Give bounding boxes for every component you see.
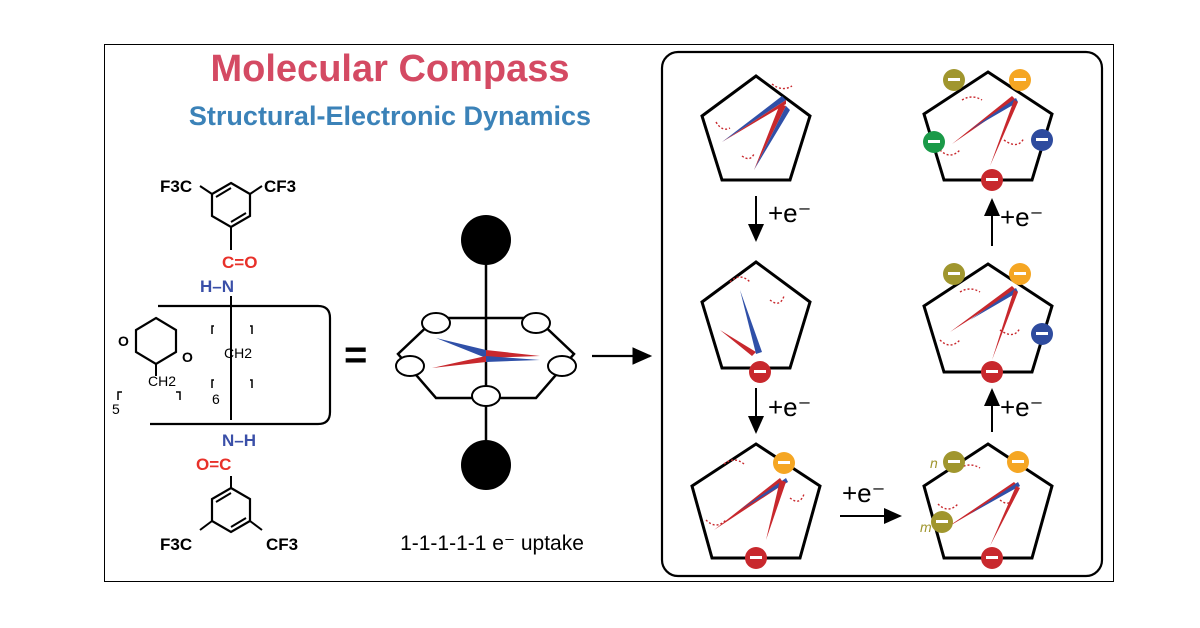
ring-linker: CH2 bbox=[148, 373, 176, 389]
quinone-ring bbox=[134, 316, 178, 366]
figure-subtitle: Structural-Electronic Dynamics bbox=[188, 101, 592, 131]
bottom-cf3-left: F3C bbox=[160, 535, 192, 554]
label-m: m bbox=[920, 519, 932, 535]
compass-schematic bbox=[395, 215, 577, 490]
ring-count: 5 bbox=[112, 401, 120, 417]
step-label-2: +e⁻ bbox=[768, 392, 811, 422]
macrocycle-loop bbox=[150, 304, 332, 426]
figure-frame bbox=[104, 44, 1114, 582]
step-label-1: +e⁻ bbox=[768, 198, 811, 228]
bottom-cf3-right: CF3 bbox=[266, 535, 298, 554]
pentagon-4e bbox=[922, 262, 1054, 374]
figure-title: Molecular Compass bbox=[210, 48, 570, 90]
chemical-structure: F3C CF3 C=O H–N O O CH2 5 CH2 6 N–H O=C … bbox=[112, 177, 332, 554]
step-label-3: +e⁻ bbox=[842, 478, 885, 508]
needle-red-left bbox=[432, 356, 486, 368]
state-5e bbox=[922, 69, 1054, 191]
bottom-stopper bbox=[461, 440, 511, 490]
needle-red-right bbox=[486, 350, 540, 358]
needle-blue-left bbox=[436, 338, 486, 358]
label-n: n bbox=[930, 455, 938, 471]
needle-blue-right bbox=[486, 356, 540, 362]
ring-unit-4 bbox=[547, 355, 577, 377]
top-stopper bbox=[461, 215, 511, 265]
ring-unit-1 bbox=[421, 312, 451, 334]
bottom-amide: N–H bbox=[222, 431, 256, 450]
step-label-4: +e⁻ bbox=[1000, 392, 1043, 422]
reduction-panel bbox=[660, 50, 1104, 578]
state-2e bbox=[690, 442, 822, 569]
quinone-oxygen-right: O bbox=[182, 349, 193, 365]
chain-count: 6 bbox=[212, 391, 220, 407]
chain-unit: CH2 bbox=[224, 345, 252, 361]
ring-unit-3 bbox=[395, 355, 425, 377]
equals-sign: = bbox=[344, 333, 367, 377]
top-cf3-right: CF3 bbox=[264, 177, 296, 196]
state-1e bbox=[700, 260, 812, 383]
state-4e bbox=[922, 262, 1054, 383]
top-amide: H–N bbox=[200, 277, 234, 296]
top-cf3-left: F3C bbox=[160, 177, 192, 196]
quinone-oxygen-left: O bbox=[118, 333, 129, 349]
state-0e bbox=[700, 74, 812, 182]
uptake-label: 1-1-1-1-1 e⁻ uptake bbox=[400, 532, 584, 555]
top-benzene-ring bbox=[210, 181, 252, 229]
bottom-carbonyl: O=C bbox=[196, 455, 231, 474]
pentagon-5e bbox=[922, 70, 1054, 182]
step-label-5: +e⁻ bbox=[1000, 202, 1043, 232]
state-3e: n m bbox=[920, 442, 1054, 569]
ring-unit-5 bbox=[471, 385, 501, 407]
pentagon-0e bbox=[700, 74, 812, 182]
bottom-benzene-ring bbox=[210, 486, 252, 534]
ring-unit-2 bbox=[521, 312, 551, 334]
top-carbonyl: C=O bbox=[222, 253, 257, 272]
